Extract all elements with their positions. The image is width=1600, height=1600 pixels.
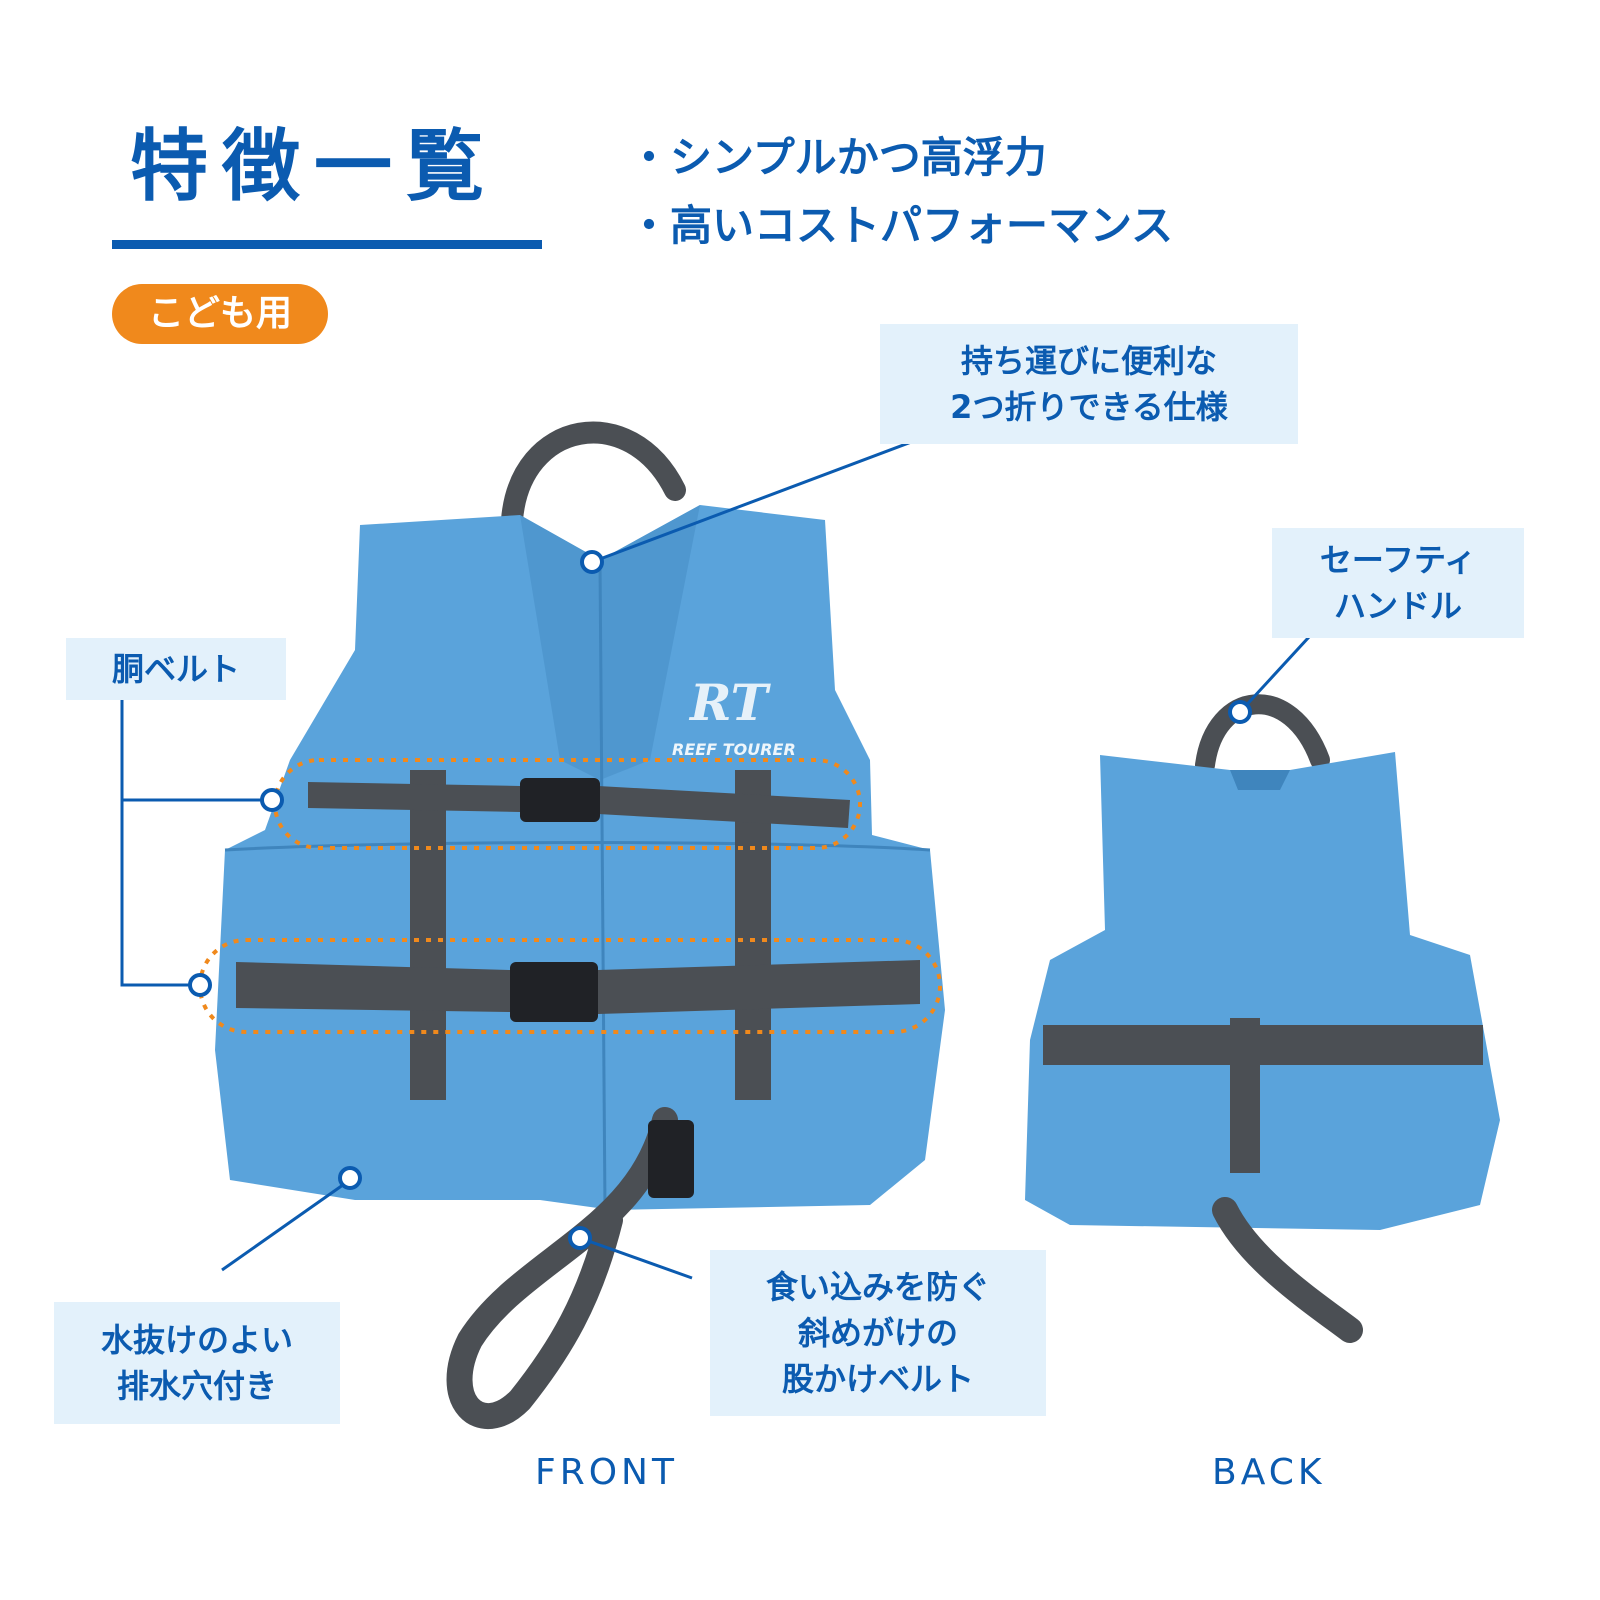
leader-line-waist-belt-lower <box>120 800 198 987</box>
marker-dot-waist-belt-upper <box>260 788 284 812</box>
callout-line: 2つ折りできる仕様 <box>950 388 1228 426</box>
front-waist-belt-upper <box>308 782 520 812</box>
callout-line: 斜めがけの <box>797 1314 958 1352</box>
callout-line: 排水穴付き <box>116 1367 277 1405</box>
marker-dot-crotch-belt <box>568 1226 592 1250</box>
front-waist-belt-lower <box>236 962 510 1012</box>
leader-line-safety-handle <box>1238 623 1322 714</box>
marker-dot-safety-handle <box>1228 700 1252 724</box>
marker-dot-drain-holes <box>338 1166 362 1190</box>
callout-line: 持ち運びに便利な <box>960 342 1217 380</box>
feature-bullet: ・高いコストパフォーマンス <box>628 201 1174 250</box>
brand-logo-mark: RT <box>688 673 772 732</box>
front-crotch-strap <box>446 1107 678 1430</box>
front-buckle-lower <box>510 962 598 1022</box>
front-center-seam <box>598 559 607 1211</box>
kids-badge: こども用 <box>112 284 328 344</box>
front-vertical-strap-right <box>735 770 771 1100</box>
callout-handle-fold: 持ち運びに便利な 2つ折りできる仕様 <box>880 324 1298 444</box>
front-waist-belt-upper-right <box>598 786 850 828</box>
callout-crotch-belt: 食い込みを防ぐ 斜めがけの 股かけベルト <box>710 1250 1046 1416</box>
back-label: BACK <box>1212 1452 1326 1493</box>
back-crotch-strap <box>1212 1197 1363 1343</box>
front-buckle-upper <box>520 778 600 822</box>
brand-logo-text: REEF TOURER <box>672 740 796 759</box>
back-vertical-strap <box>1230 1018 1260 1173</box>
callout-drain-holes: 水抜けのよい 排水穴付き <box>54 1302 340 1424</box>
leader-line-handle-fold <box>591 430 939 564</box>
back-vest-body <box>1025 752 1500 1230</box>
back-waist-belt <box>1043 1025 1483 1065</box>
back-vest <box>1025 694 1500 1343</box>
callout-line: 胴ベルト <box>111 650 240 688</box>
callout-waist-belt: 胴ベルト <box>66 638 286 700</box>
feature-bullet: ・シンプルかつ高浮力 <box>628 133 1047 182</box>
front-buckle-crotch <box>648 1120 694 1198</box>
callout-safety-handle: セーフティ ハンドル <box>1272 528 1524 638</box>
leader-lines <box>120 430 1322 1280</box>
leader-line-drain-holes <box>221 1178 351 1272</box>
back-neck-shadow <box>1230 770 1290 790</box>
callout-line: 食い込みを防ぐ <box>765 1268 990 1306</box>
callout-line: ハンドル <box>1333 587 1462 625</box>
front-label: FRONT <box>535 1452 678 1493</box>
title-underline <box>112 240 542 249</box>
marker-dot-handle-fold <box>580 550 604 574</box>
back-carry-handle <box>1195 694 1330 775</box>
front-vertical-strap-left <box>410 770 446 1100</box>
front-waist-belt-lower-right <box>598 960 920 1014</box>
callout-line: 股かけベルト <box>781 1360 974 1398</box>
page-title: 特徴一覧 <box>130 122 499 212</box>
feature-bullets: ・シンプルかつ高浮力 ・高いコストパフォーマンス <box>628 124 1173 260</box>
leader-line-crotch-belt <box>579 1236 693 1280</box>
marker-dots <box>188 550 1252 1250</box>
front-neckline <box>520 505 700 780</box>
marker-dot-waist-belt-lower <box>188 973 212 997</box>
callout-line: セーフティ <box>1319 541 1477 579</box>
callout-line: 水抜けのよい <box>100 1321 293 1359</box>
front-carry-handle <box>501 421 686 531</box>
